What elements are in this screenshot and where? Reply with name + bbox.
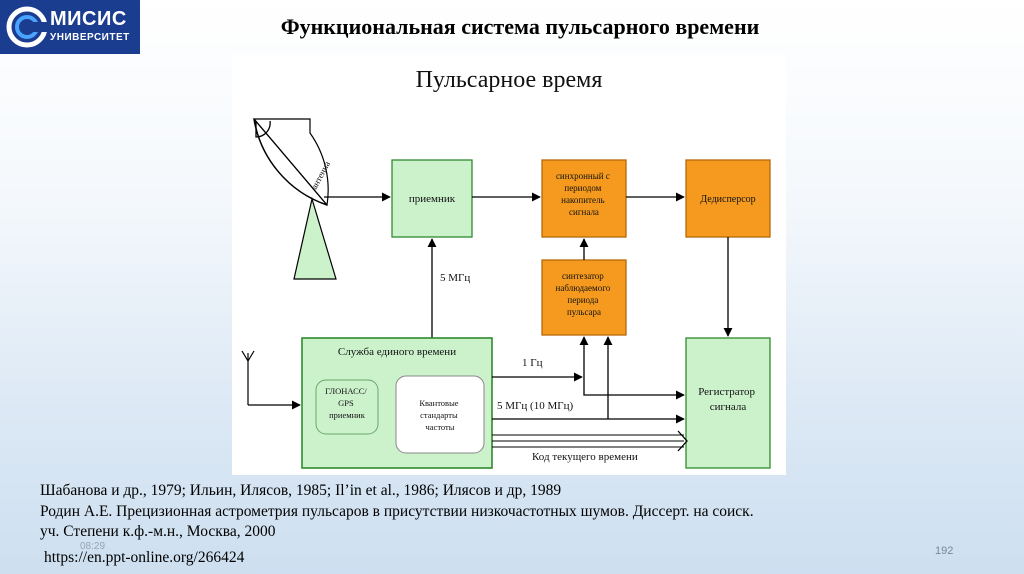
antenna-dish-icon <box>252 118 337 280</box>
glonass-gps-label: ГЛОНАСС/ GPS приемник <box>325 386 369 420</box>
slide-title: Функциональная система пульсарного време… <box>280 14 760 39</box>
pulsar-time-diagram: Пульсарное время антенна приемник синхро… <box>232 55 786 475</box>
reference-line-1: Шабанова и др., 1979; Ильин, Илясов, 198… <box>40 482 562 499</box>
receiver-block <box>391 159 473 238</box>
glonass-gps-block <box>315 379 379 435</box>
label-5mhz-10mhz: 5 МГц (10 МГц) <box>497 400 573 412</box>
antenna-mast <box>293 196 337 280</box>
logo-main-text: МИСИС <box>50 8 127 30</box>
reference-line-3: уч. Степени к.ф.-м.н., Москва, 2000 <box>40 523 276 540</box>
label-time-code: Код текущего времени <box>532 451 638 463</box>
university-logo: МИСИС УНИВЕРСИТЕТ <box>0 0 140 54</box>
reference-line-2: Родин А.Е. Прецизионная астрометрия пуль… <box>40 502 754 520</box>
recorder-block <box>685 337 771 469</box>
label-1hz: 1 Гц <box>522 357 543 369</box>
recorder-label: Регистратор сигнала <box>698 386 758 413</box>
accumulator-label: синхронный с периодом накопитель сигнала <box>556 171 612 217</box>
quantum-standards-block <box>395 375 485 454</box>
logo-emblem-icon <box>6 6 48 48</box>
page-number: 192 <box>935 545 954 557</box>
gps-antenna-icon <box>241 350 301 410</box>
quantum-standards-label: Квантовые стандарты частоты <box>419 398 460 432</box>
logo-sub-text: УНИВЕРСИТЕТ <box>50 32 130 43</box>
references: Шабанова и др., 1979; Ильин, Илясов, 198… <box>40 481 1000 543</box>
diagram-canvas: Пульсарное время антенна приемник синхро… <box>241 67 771 469</box>
time-service-label: Служба единого времени <box>338 346 456 358</box>
synthesizer-block <box>541 259 627 336</box>
synthesizer-label: синтезатор наблюдаемого периода пульсара <box>556 271 613 317</box>
receiver-label: приемник <box>409 193 456 205</box>
label-5mhz: 5 МГц <box>440 272 470 284</box>
dedispersor-label: Дедисперсор <box>700 194 755 205</box>
source-link[interactable]: https://en.ppt-online.org/266424 <box>44 549 245 566</box>
accumulator-block <box>541 159 627 238</box>
time-stamp: 08:29 <box>80 541 106 552</box>
diagram-heading: Пульсарное время <box>416 67 603 93</box>
